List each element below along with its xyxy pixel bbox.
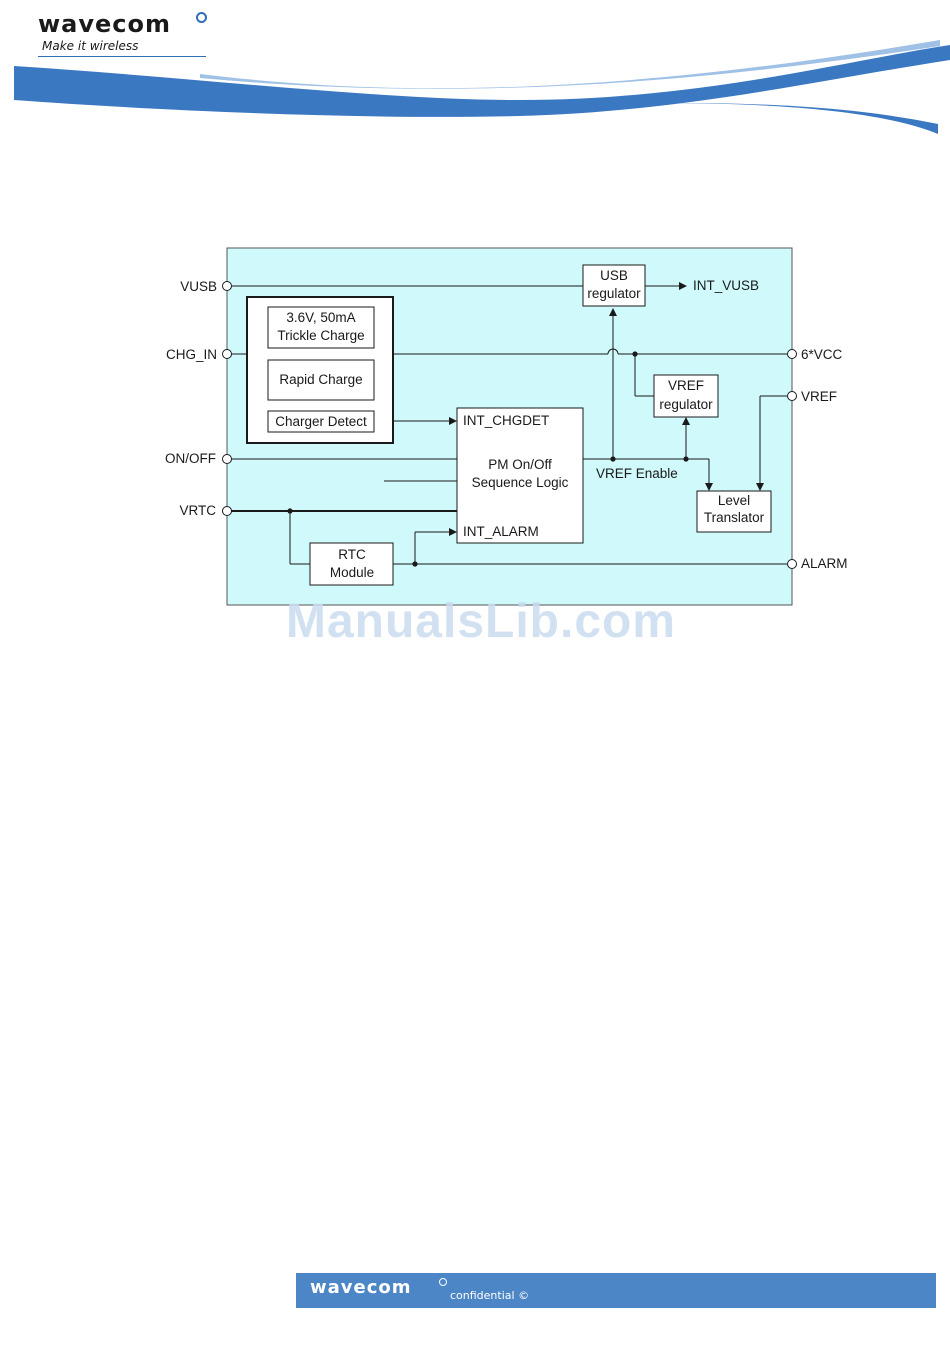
watermark-text: ManualsLib.com xyxy=(0,594,950,649)
vref-regulator-label-1: VREF xyxy=(668,378,704,393)
int-chgdet-label: INT_CHGDET xyxy=(463,413,549,428)
level-translator-label-2: Translator xyxy=(704,510,765,525)
pm-logic-label-1: PM On/Off xyxy=(488,457,552,472)
pin-label-on-off: ON/OFF xyxy=(165,451,216,466)
trickle-charge-label-2: Trickle Charge xyxy=(277,328,364,343)
int-vusb-label: INT_VUSB xyxy=(693,278,759,293)
usb-regulator-label-1: USB xyxy=(600,268,628,283)
pin-label-vref: VREF xyxy=(801,389,837,404)
trickle-charge-label-1: 3.6V, 50mA xyxy=(286,310,355,325)
pin-label-vusb: VUSB xyxy=(180,279,217,294)
pm-logic-label-2: Sequence Logic xyxy=(472,475,569,490)
rtc-module-label-2: Module xyxy=(330,565,374,580)
rtc-module-label-1: RTC xyxy=(338,547,366,562)
vref-regulator-label-2: regulator xyxy=(659,397,713,412)
pin-label-vrtc: VRTC xyxy=(179,503,216,518)
int-alarm-label: INT_ALARM xyxy=(463,524,539,539)
pin-label-chg-in: CHG_IN xyxy=(166,347,217,362)
footer-brand-logo: wavecom xyxy=(310,1277,412,1298)
pin-label-alarm: ALARM xyxy=(801,556,848,571)
usb-regulator-label-2: regulator xyxy=(587,286,641,301)
charger-detect-label: Charger Detect xyxy=(275,414,367,429)
footer-confidential-note: confidential © xyxy=(450,1289,529,1302)
footer-brand-mark-icon xyxy=(439,1278,447,1286)
level-translator-label-1: Level xyxy=(718,493,750,508)
vref-enable-label: VREF Enable xyxy=(596,466,678,481)
pin-label-6vcc: 6*VCC xyxy=(801,347,843,362)
rapid-charge-label: Rapid Charge xyxy=(279,372,362,387)
page-footer: wavecom confidential © xyxy=(296,1273,936,1308)
